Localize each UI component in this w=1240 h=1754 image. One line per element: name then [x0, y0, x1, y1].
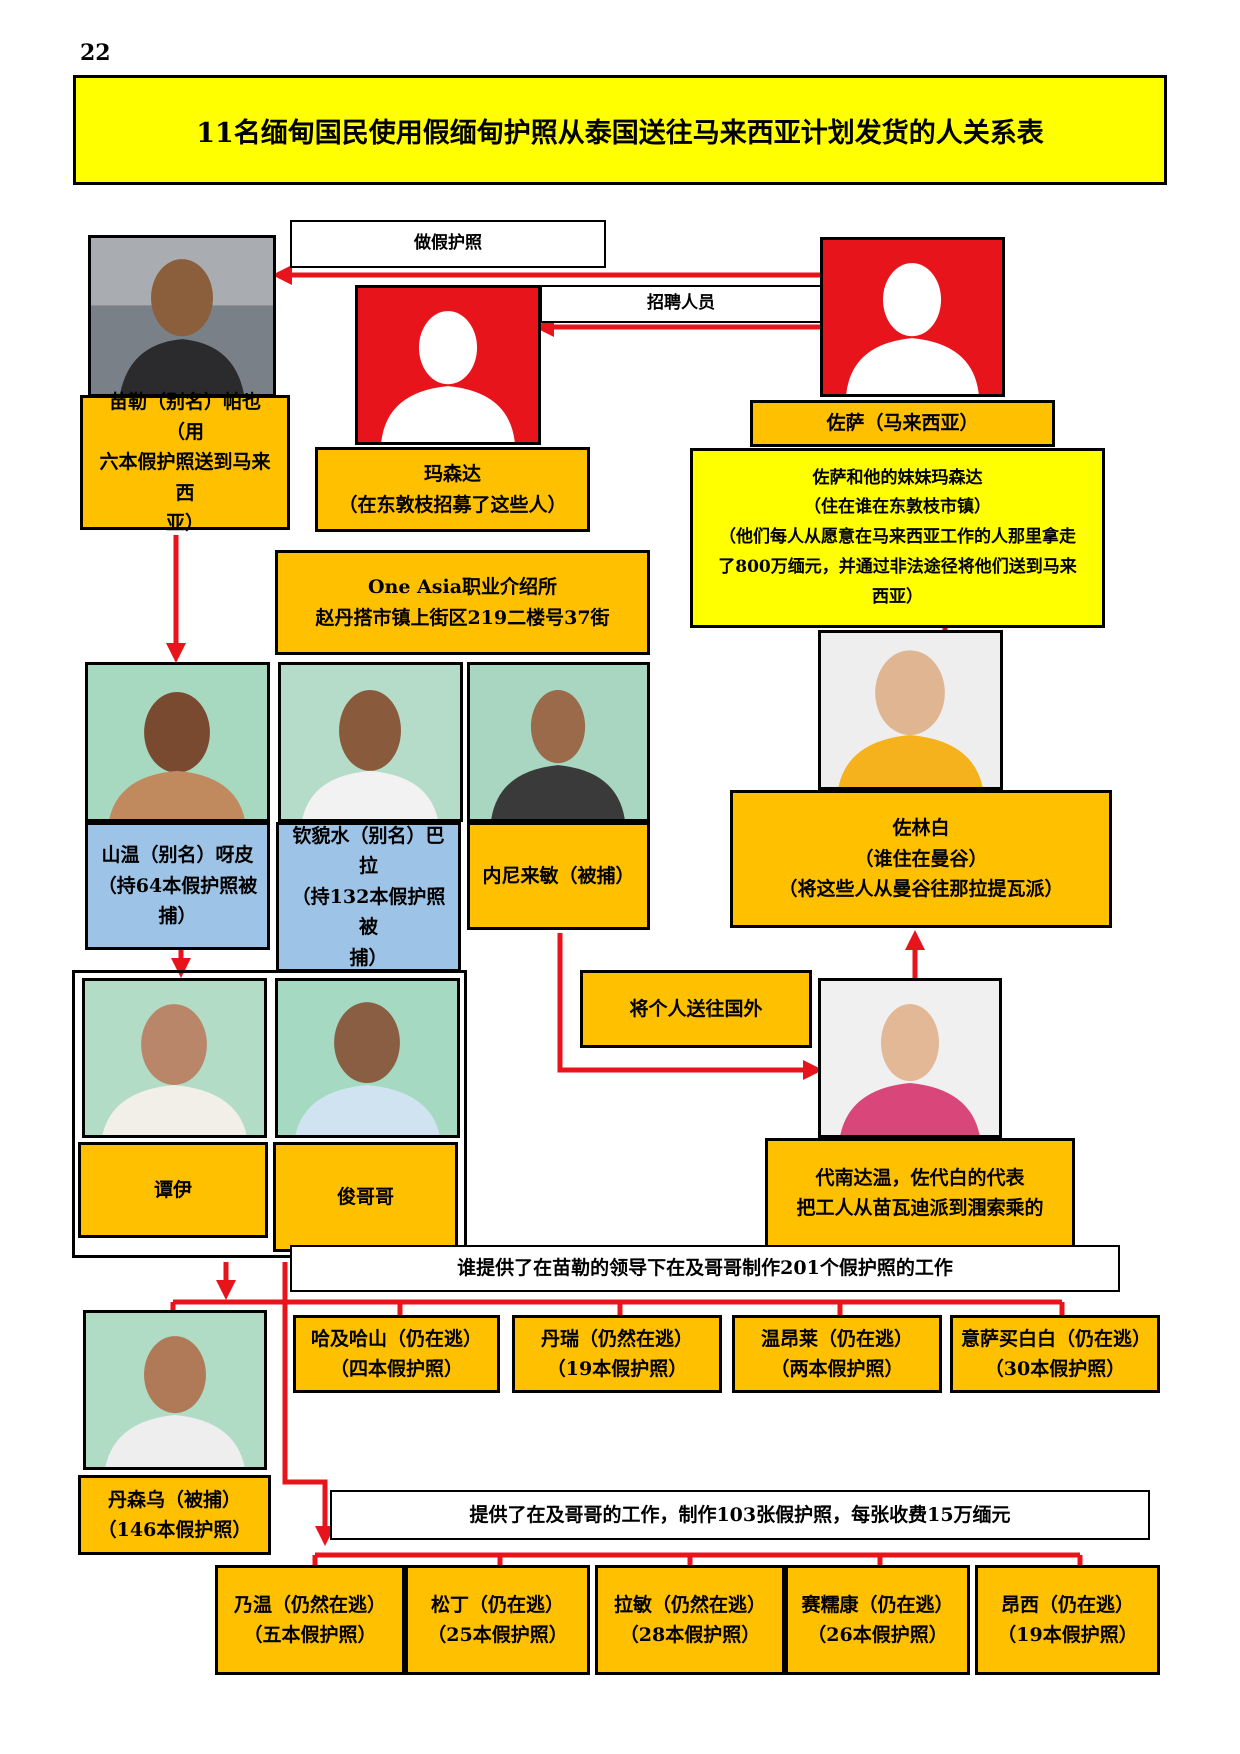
group-frame-tanyi-jungege	[72, 970, 467, 1258]
node-miaole: 苗勒（别名）帕也（用六本假护照送到马来西亚）	[80, 391, 290, 534]
node-dansenwu: 丹森乌（被捕）（146本假护照）	[78, 1475, 271, 1555]
photo-shanwen	[85, 662, 270, 822]
node-zuosa: 佐萨（马来西亚）	[750, 400, 1055, 447]
page-title: 11名缅甸国民使用假缅甸护照从泰国送往马来西亚计划发货的人关系表	[73, 75, 1167, 185]
photo-zuosa-silhouette	[820, 237, 1005, 397]
page-number: 22	[80, 40, 111, 66]
photo-miaole	[88, 235, 276, 397]
label-recruit: 招聘人员	[540, 285, 822, 323]
node-dainanda: 代南达温，佐代白的代表把工人从苗瓦迪派到涠索乘的	[765, 1138, 1075, 1248]
arrow-neini-to-dainanda	[557, 933, 823, 1080]
photo-dansenwu	[83, 1310, 267, 1470]
node-masenda: 玛森达（在东敦枝招募了这些人）	[315, 447, 590, 532]
photo-dainanda	[818, 978, 1002, 1138]
row2-item-0: 乃温（仍然在逃）（五本假护照）	[215, 1565, 405, 1675]
node-shanwen: 山温（别名）呀皮（持64本假护照被捕）	[85, 822, 270, 950]
node-zuosa-sister: 佐萨和他的妹妹玛森达（住在谁在东敦枝市镇）（他们每人从愿意在马来西亚工作的人那里…	[690, 448, 1105, 628]
row1-item-2: 温昂莱（仍在逃）（两本假护照）	[732, 1315, 942, 1393]
label-send-abroad: 将个人送往国外	[580, 970, 812, 1048]
photo-qinmaoshui	[278, 662, 463, 822]
trunk-to-row2	[282, 1262, 335, 1546]
node-qinmaoshui: 钦貌水（别名）巴拉（持132本假护照被捕）	[276, 822, 461, 972]
photo-masenda-silhouette	[355, 285, 541, 445]
label-fake-passport: 做假护照	[290, 220, 606, 268]
row2-item-2: 拉敏（仍然在逃）（28本假护照）	[595, 1565, 785, 1675]
photo-neini	[467, 662, 650, 822]
node-zuolinbai: 佐林白（谁住在曼谷）（将这些人从曼谷往那拉提瓦派）	[730, 790, 1112, 928]
node-neini: 内尼来敏（被捕）	[467, 822, 650, 930]
banner-103-passports: 提供了在及哥哥的工作，制作103张假护照，每张收费15万缅元	[330, 1490, 1150, 1540]
photo-jungege	[275, 978, 460, 1138]
banner-201-passports: 谁提供了在苗勒的领导下在及哥哥制作201个假护照的工作	[290, 1245, 1120, 1292]
row1-item-3: 意萨买白白（仍在逃）（30本假护照）	[950, 1315, 1160, 1393]
row1-item-1: 丹瑞（仍然在逃）（19本假护照）	[512, 1315, 722, 1393]
node-agency: One Asia职业介绍所赵丹搭市镇上街区219二楼号37街	[275, 550, 650, 655]
node-jungege: 俊哥哥	[273, 1142, 458, 1252]
row2-item-3: 赛糯康（仍在逃）（26本假护照）	[785, 1565, 970, 1675]
row1-item-0: 哈及哈山（仍在逃）（四本假护照）	[293, 1315, 500, 1393]
row2-item-4: 昂西（仍在逃）（19本假护照）	[975, 1565, 1160, 1675]
row2-item-1: 松丁（仍在逃）（25本假护照）	[405, 1565, 590, 1675]
photo-tanyi	[82, 978, 267, 1138]
photo-zuolinbai	[818, 630, 1003, 790]
node-tanyi: 谭伊	[78, 1142, 268, 1238]
